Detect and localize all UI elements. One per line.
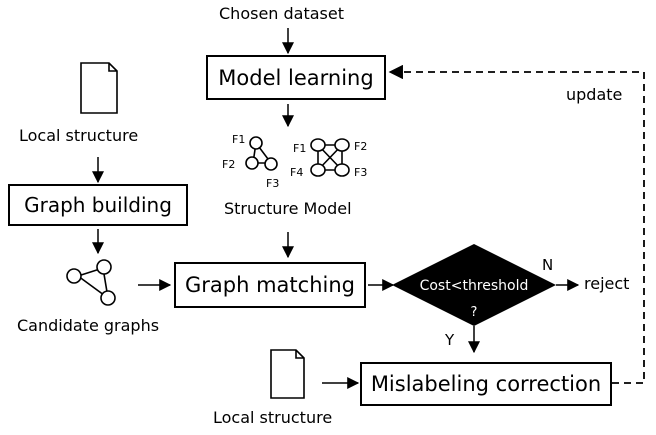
- document-icon-bottom: [270, 349, 305, 399]
- model-b-label-f2: F2: [354, 140, 367, 153]
- model-learning-box: Model learning: [206, 55, 386, 100]
- decision-diamond: [392, 244, 556, 326]
- chosen-dataset-label: Chosen dataset: [219, 4, 344, 23]
- document-icon: [80, 62, 118, 114]
- structure-model-b: [310, 138, 350, 177]
- decision-line1: Cost<threshold: [420, 278, 529, 294]
- model-learning-label: Model learning: [218, 65, 374, 90]
- update-label: update: [566, 85, 623, 104]
- update-loop-line: [388, 64, 645, 384]
- model-b-node-f2: [334, 138, 350, 152]
- local-structure-top-label: Local structure: [19, 126, 139, 145]
- model-b-label-f4: F4: [290, 166, 303, 179]
- candidate-graph-icon: [66, 259, 116, 306]
- model-b-node-f1: [310, 138, 326, 152]
- local-structure-bottom-label: Local structure: [213, 408, 333, 427]
- model-a-node-f3: [264, 157, 278, 171]
- structure-model-label: Structure Model: [224, 199, 352, 218]
- graph-building-box: Graph building: [8, 184, 188, 226]
- reject-label: reject: [584, 274, 630, 293]
- model-a-label-f1: F1: [232, 133, 245, 146]
- mislabeling-correction-box: Mislabeling correction: [360, 362, 612, 406]
- candidate-graphs-label: Candidate graphs: [17, 316, 160, 335]
- branch-yes-label: Y: [445, 331, 455, 349]
- structure-model-a: [245, 136, 278, 171]
- model-a-label-f2: F2: [222, 158, 235, 171]
- model-b-node-f3: [334, 163, 350, 177]
- model-a-node-f2: [245, 156, 259, 170]
- model-a-node-f1: [249, 136, 263, 150]
- model-b-label-f3: F3: [354, 166, 367, 179]
- graph-matching-label: Graph matching: [185, 273, 355, 297]
- branch-no-label: N: [542, 256, 554, 274]
- graph-building-label: Graph building: [24, 193, 172, 217]
- mislabeling-correction-label: Mislabeling correction: [370, 372, 602, 396]
- model-a-label-f3: F3: [266, 177, 279, 190]
- model-b-node-f4: [310, 163, 326, 177]
- graph-matching-box: Graph matching: [174, 262, 366, 308]
- model-b-label-f1: F1: [293, 142, 306, 155]
- decision-line2: ?: [471, 305, 478, 320]
